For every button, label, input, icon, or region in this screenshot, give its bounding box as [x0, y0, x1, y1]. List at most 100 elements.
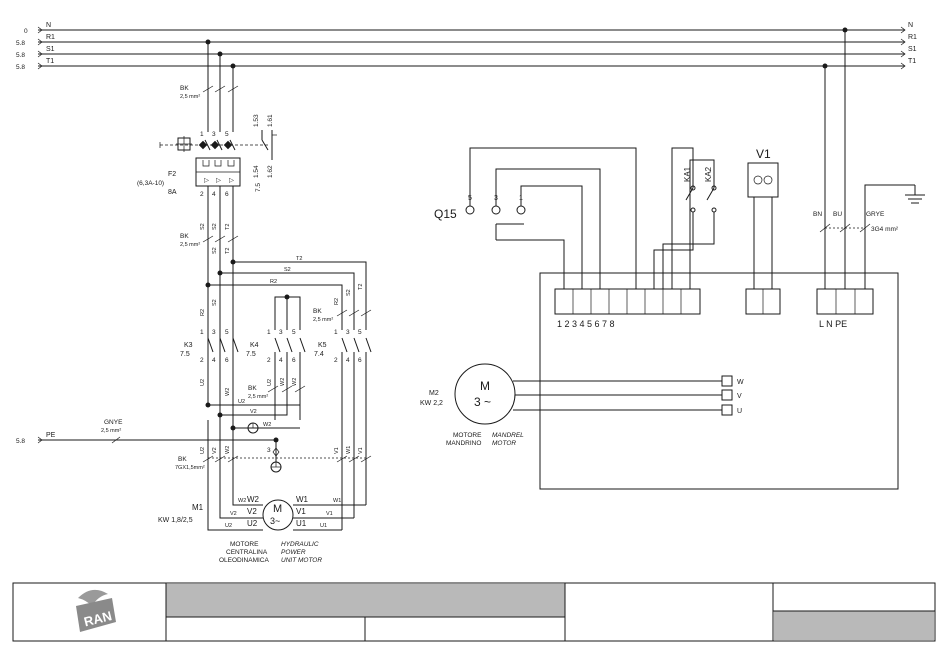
terminal-labels-1-8: 1 2 3 4 5 6 7 8: [557, 319, 615, 329]
motor-m1-name-it: OLEODINAMICA: [219, 557, 270, 564]
bus-r1-ref: 5.8: [16, 40, 25, 47]
k5-tag: K5: [318, 342, 327, 349]
q15-terminal: [491, 205, 501, 215]
k4-contact: [274, 337, 281, 353]
bus-n-arrow-right: [900, 26, 906, 34]
pressure-switch-icon: [272, 447, 280, 457]
wire-ka2-out: [662, 212, 715, 289]
wire-label: U2: [200, 379, 206, 386]
wire-label: S2: [200, 223, 206, 230]
k3-contact: [232, 337, 239, 353]
f2-term-5: 5: [225, 131, 229, 138]
wire-v2: [220, 395, 288, 416]
k4-term: 1: [267, 329, 271, 336]
cable-bk-size: 2,5 mm²: [248, 394, 268, 400]
bus-t1-arrow-right: [900, 62, 906, 70]
wire-u2-motor: [207, 420, 263, 531]
terminal-strip: [554, 288, 701, 315]
f2-term-2: 2: [200, 191, 204, 198]
ka2-terminal: [711, 207, 717, 213]
wire-r2-feed: [208, 284, 343, 330]
wire-ka2: [689, 159, 715, 289]
k5-contact: [341, 337, 348, 353]
wire-label: T2: [225, 224, 231, 230]
cable-gnye-size: 2,5 mm²: [101, 428, 121, 434]
wire-label: T2: [296, 256, 302, 262]
bus-t1-ref: 5.8: [16, 64, 25, 71]
k3-term: 2: [200, 357, 204, 364]
motor-m1-name-it: CENTRALINA: [226, 549, 268, 556]
f2-term-3: 3: [212, 131, 216, 138]
title-block: RAN: [12, 582, 936, 642]
k4-term: 6: [292, 357, 296, 364]
bus-s1-arrow-right: [900, 50, 906, 58]
f2-term-6: 6: [225, 191, 229, 198]
motor-m1-name-en: HYDRAULIC: [281, 541, 319, 548]
k5-term: 4: [346, 357, 350, 364]
cable-bk-label: BK: [313, 308, 322, 315]
logo-shape: [78, 589, 108, 606]
m2-terminal-w: [721, 375, 733, 387]
motor-m1-icon: [262, 499, 294, 531]
v1-box: [747, 162, 779, 198]
cable-slash: [214, 85, 226, 93]
terminal-labels-l-n-pe: L N PE: [819, 319, 847, 329]
f2-thermal-element: [202, 160, 210, 167]
bus-s1-label-left: S1: [46, 46, 55, 53]
ka1-terminal: [690, 185, 696, 191]
contactor-k5: 1 3 5 K5 7.4 2 4 6: [314, 329, 372, 364]
cable-bk-label: BK: [180, 85, 189, 92]
motor-m2-name-en: MANDREL: [492, 432, 524, 439]
pe-arrow: [37, 436, 43, 444]
relay-contacts: KA1 KA2: [653, 147, 717, 289]
motor-m2-name-it: MANDRINO: [446, 440, 481, 447]
wire-k3-star: [208, 395, 301, 406]
terminal-l-n-pe: [816, 288, 874, 315]
k4-tag: K4: [250, 342, 259, 349]
bus-t1-label-left: T1: [46, 58, 54, 65]
m1-term-v1: V1: [296, 507, 306, 516]
wire-label: R2: [200, 309, 206, 316]
cable-core-bn: BN: [813, 211, 822, 218]
m2-terminal-v: [721, 389, 733, 401]
wire-label: R2: [334, 298, 340, 305]
wire-v2-motor: [219, 420, 263, 519]
wire-label: V2: [212, 447, 218, 454]
f2-ref: 7.5: [255, 183, 262, 192]
wire-s2-feed: [220, 272, 355, 330]
hydraulic-motor-circuit: BK 2,5 mm² 1 3 5 1.53: [16, 42, 372, 564]
k4-contact: [286, 337, 293, 353]
wire-label: W2: [225, 388, 231, 396]
wire-label: V1: [334, 447, 340, 454]
relay-ka2-label: KA2: [704, 166, 713, 182]
m2-terminal-u: [721, 404, 733, 416]
cable-slash: [348, 309, 360, 317]
k3-term: 4: [212, 357, 216, 364]
k4-ref: 7.5: [246, 351, 256, 358]
f2-rating: 8A: [168, 189, 177, 196]
motor-m2-power: KW 2,2: [420, 400, 443, 407]
m1-term-u1: U1: [296, 519, 307, 528]
f2-range: (6,3A-10): [137, 180, 164, 187]
bus-t1-label-right: T1: [908, 58, 916, 65]
motor-m1-symbol: M: [273, 503, 282, 515]
f2-tag: F2: [168, 171, 176, 178]
wire-label: S2: [346, 289, 352, 296]
cable-slash: [214, 235, 226, 243]
wire-q15-1: [520, 185, 583, 289]
motor-m1-phase: 3~: [270, 516, 280, 526]
wire-label: S2: [212, 247, 218, 254]
wire-label: W2: [238, 498, 246, 504]
cable-slash: [227, 85, 239, 93]
q15-terminal: [516, 205, 526, 215]
wire-label: W1: [346, 446, 352, 454]
cable-bk-size: 2,5 mm²: [180, 242, 200, 248]
motor-m2-tag: M2: [429, 390, 439, 397]
title-block-frame: [12, 582, 936, 642]
k3-term: 6: [225, 357, 229, 364]
wire-label: U2: [238, 399, 245, 405]
m1-term-w1: W1: [296, 495, 309, 504]
wire-label: V1: [358, 447, 364, 454]
k3-ref: 7.5: [180, 351, 190, 358]
